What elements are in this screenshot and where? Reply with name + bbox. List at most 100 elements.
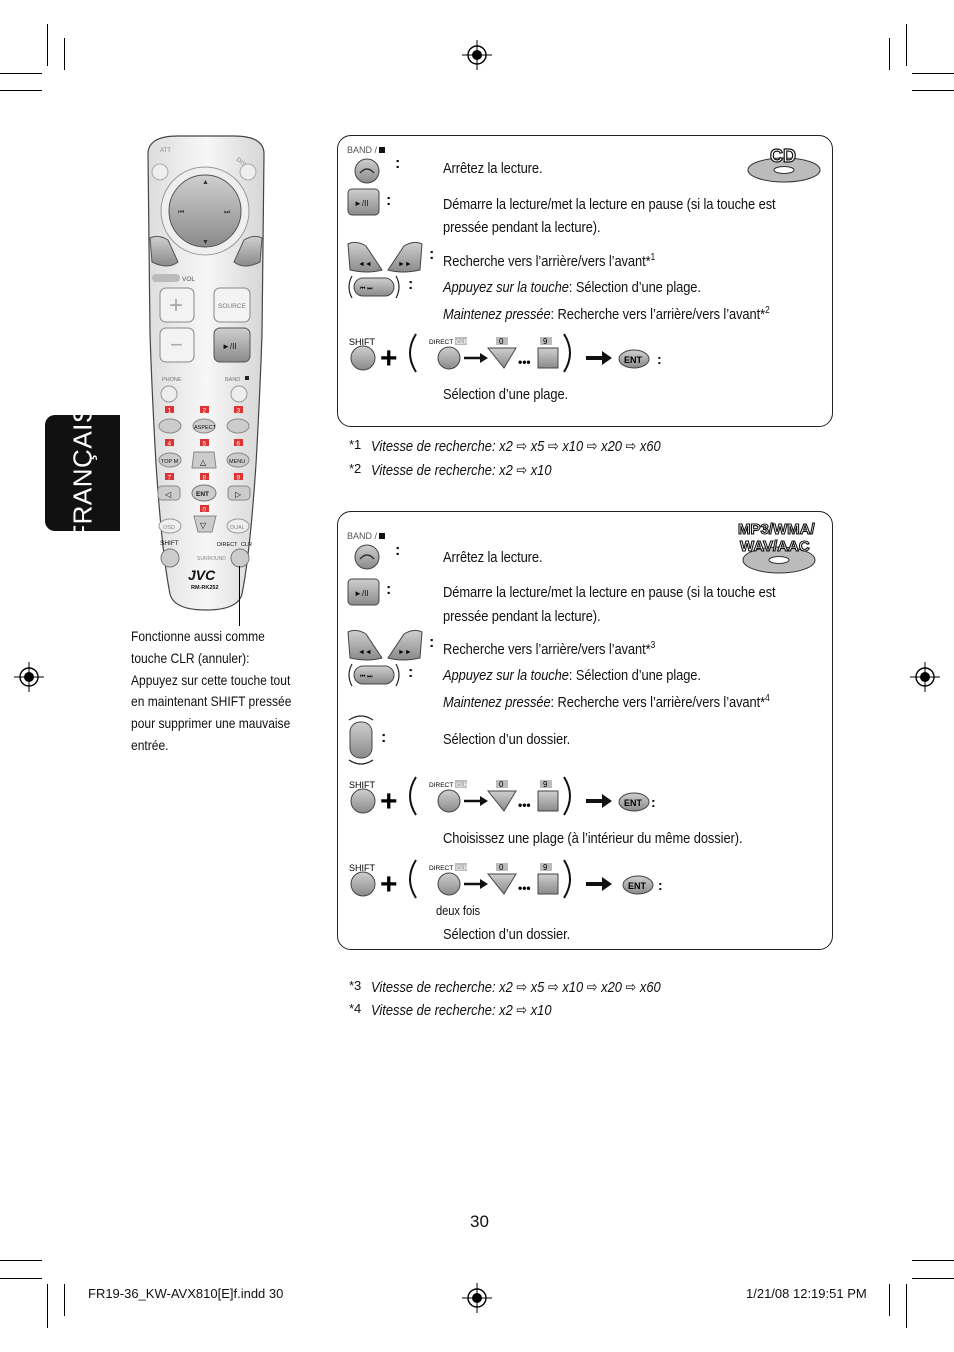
remote-note-line: pour supprimer une mauvaise	[131, 715, 291, 732]
remote-num0: 0	[203, 507, 207, 514]
remote-num7: 7	[168, 475, 172, 482]
svg-text::: :	[657, 351, 662, 367]
mp3-play-pause-text-line1: Démarre la lecture/met la lecture en pau…	[443, 584, 776, 601]
svg-text:◄◄: ◄◄	[358, 649, 372, 656]
remote-num9: 9	[237, 475, 241, 482]
remote-num2: 2	[203, 408, 207, 415]
remote-num8: 8	[203, 475, 207, 482]
remote-note-line: en maintenant SHIFT pressée	[131, 693, 292, 710]
remote-phone-label: PHONE	[162, 377, 182, 383]
svg-text:▽: ▽	[200, 521, 207, 530]
svg-text::: :	[651, 794, 656, 810]
remote-surround-label: SURROUND	[197, 556, 226, 562]
mp3-folder-select-text: Sélection d’un dossier.	[443, 731, 571, 748]
search-back-forward-buttons-icon: ◄◄ ►►	[347, 241, 423, 273]
remote-vol-label: VOL	[182, 276, 195, 283]
mp3-disc-logo: MP3/WMA/ WAV/AAC	[737, 520, 816, 574]
remote-att-label: ATT	[160, 148, 171, 154]
mp3-hold-text: Maintenez pressée: Recherche vers l’arri…	[443, 693, 770, 711]
remote-note: Fonctionne aussi comme touche CLR (annul…	[131, 626, 291, 757]
registration-mark-left	[14, 662, 44, 692]
joystick-up-down-icon	[348, 715, 374, 765]
remote-note-line: Appuyez sur cette touche tout	[131, 671, 291, 688]
remote-aspect-label: ASPECT	[194, 425, 217, 431]
svg-text:▲: ▲	[202, 179, 209, 186]
svg-text:△: △	[200, 458, 207, 467]
mp3-press-text: Appuyez sur la touche: Sélection d’une p…	[443, 667, 701, 684]
direct-key-label: DIRECT	[429, 865, 453, 872]
svg-text:+: +	[380, 342, 398, 375]
shift-key-label: SHIFT	[349, 337, 376, 347]
remote-direct-label: DIRECT	[217, 542, 238, 548]
ent-key-label: ENT	[624, 798, 643, 808]
nine-key-label: 9	[543, 863, 548, 872]
page-number: 30	[470, 1212, 489, 1231]
play-pause-button-icon: ►/II	[347, 188, 380, 216]
language-tab-label: FRANÇAIS	[67, 405, 97, 541]
cd-logo-text: CD	[770, 146, 796, 166]
cd-footnote-1: Vitesse de recherche: x2 ⇨ x5 ⇨ x10 ⇨ x2…	[371, 438, 661, 455]
direct-key-label: DIRECT	[429, 339, 453, 346]
clr-key-label: CLR	[456, 340, 469, 346]
cd-footnote-2: Vitesse de recherche: x2 ⇨ x10	[371, 462, 552, 479]
remote-clr-label: CLR	[241, 542, 252, 548]
mp3-choose-track-text: Choisissez une plage (à l’intérieur du m…	[443, 830, 743, 847]
mp3-folder-select-text-2: Sélection d’un dossier.	[443, 926, 571, 943]
nine-key-label: 9	[543, 337, 548, 346]
remote-note-line: entrée.	[131, 736, 169, 753]
cd-play-pause-text-line2: pressée pendant la lecture).	[443, 219, 601, 236]
shift-direct-folder-sequence-icon: SHIFT + DIRECT CLR 0 ••• 9 ENT :	[349, 859, 663, 901]
band-key-label: BAND /	[347, 531, 386, 541]
band-stop-button-icon	[354, 544, 380, 570]
svg-text:◄◄: ◄◄	[358, 261, 372, 268]
remote-note-line: touche CLR (annuler):	[131, 649, 250, 666]
play-pause-button-icon: ►/II	[347, 578, 380, 606]
cd-stop-text: Arrêtez la lecture.	[443, 160, 543, 177]
svg-text:►/II: ►/II	[354, 589, 369, 598]
svg-text:⏭: ⏭	[224, 209, 231, 216]
cd-select-track-text: Sélection d’une plage.	[443, 386, 569, 403]
remote-brand-label: JVC	[188, 567, 216, 583]
remote-note-line: Fonctionne aussi comme	[131, 628, 265, 644]
remote-control-illustration: ATT DISP ▲▼ ⏮⏭ VOL + SOURCE − ►/II PHONE…	[147, 135, 265, 611]
zero-key-label: 0	[499, 780, 504, 789]
footnote-mark: *3	[349, 978, 362, 993]
footnote-mark: *2	[349, 461, 362, 476]
remote-num5: 5	[203, 441, 207, 448]
registration-mark-right	[910, 662, 940, 692]
svg-text:•••: •••	[518, 881, 531, 895]
svg-text::: :	[658, 877, 663, 893]
mp3-footnote-3: Vitesse de recherche: x2 ⇨ x5 ⇨ x10 ⇨ x2…	[371, 979, 661, 996]
nine-key-label: 9	[543, 780, 548, 789]
mp3-logo-line2: WAV/AAC	[740, 538, 810, 555]
remote-num3: 3	[237, 408, 241, 415]
footnote-mark: *4	[349, 1001, 362, 1016]
direct-key-label: DIRECT	[429, 782, 453, 789]
remote-ent-label: ENT	[196, 491, 209, 498]
ent-key-label: ENT	[624, 355, 643, 365]
remote-source-label: SOURCE	[218, 303, 246, 310]
remote-callout-line	[239, 566, 240, 626]
cd-play-pause-text-line1: Démarre la lecture/met la lecture en pau…	[443, 196, 776, 213]
svg-text:•••: •••	[518, 355, 531, 369]
cd-controls-box	[337, 135, 833, 427]
zero-key-label: 0	[499, 337, 504, 346]
cd-disc-logo: CD	[747, 145, 821, 183]
svg-text:−: −	[170, 332, 183, 357]
remote-band-label: BAND	[225, 377, 240, 383]
remote-num1: 1	[168, 408, 172, 415]
search-back-forward-buttons-icon: ◄◄►►	[347, 629, 423, 661]
svg-text:►►: ►►	[398, 261, 412, 268]
remote-menu-label: MENU	[229, 459, 245, 465]
deux-fois-label: deux fois	[436, 903, 480, 918]
registration-mark-bottom	[462, 1283, 492, 1313]
mp3-play-pause-text-line2: pressée pendant la lecture).	[443, 608, 601, 625]
cd-search-text: Recherche vers l’arrière/vers l’avant*1	[443, 252, 656, 270]
shift-key-label: SHIFT	[349, 863, 376, 873]
svg-text:▷: ▷	[235, 490, 242, 499]
clr-key-label: CLR	[456, 783, 469, 789]
remote-topm-label: TOP M	[161, 459, 179, 465]
language-tab: FRANÇAIS	[45, 405, 120, 541]
cd-press-text: Appuyez sur la touche: Sélection d’une p…	[443, 279, 701, 296]
remote-num4: 4	[168, 441, 172, 448]
